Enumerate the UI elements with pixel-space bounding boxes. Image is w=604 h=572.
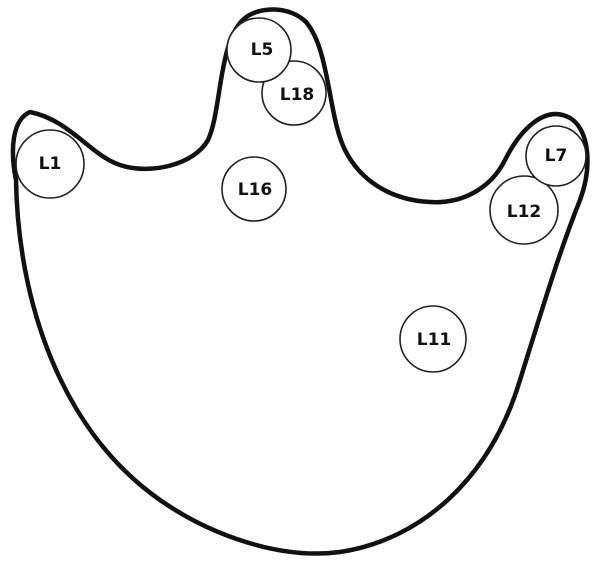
marker-l5-label: L5 — [251, 40, 274, 60]
marker-l12: L12 — [490, 176, 558, 244]
marker-l16-label: L16 — [238, 180, 273, 200]
marker-l1-label: L1 — [39, 154, 62, 174]
marker-l1: L1 — [16, 130, 84, 198]
marker-l12-label: L12 — [507, 202, 542, 222]
marker-l7-label: L7 — [545, 146, 568, 166]
marker-l11: L11 — [400, 306, 466, 372]
marker-l18-label: L18 — [280, 85, 315, 105]
marker-l7: L7 — [526, 126, 586, 186]
marker-l11-label: L11 — [417, 330, 452, 350]
marker-l16: L16 — [222, 157, 286, 221]
marker-l5: L5 — [227, 18, 291, 82]
